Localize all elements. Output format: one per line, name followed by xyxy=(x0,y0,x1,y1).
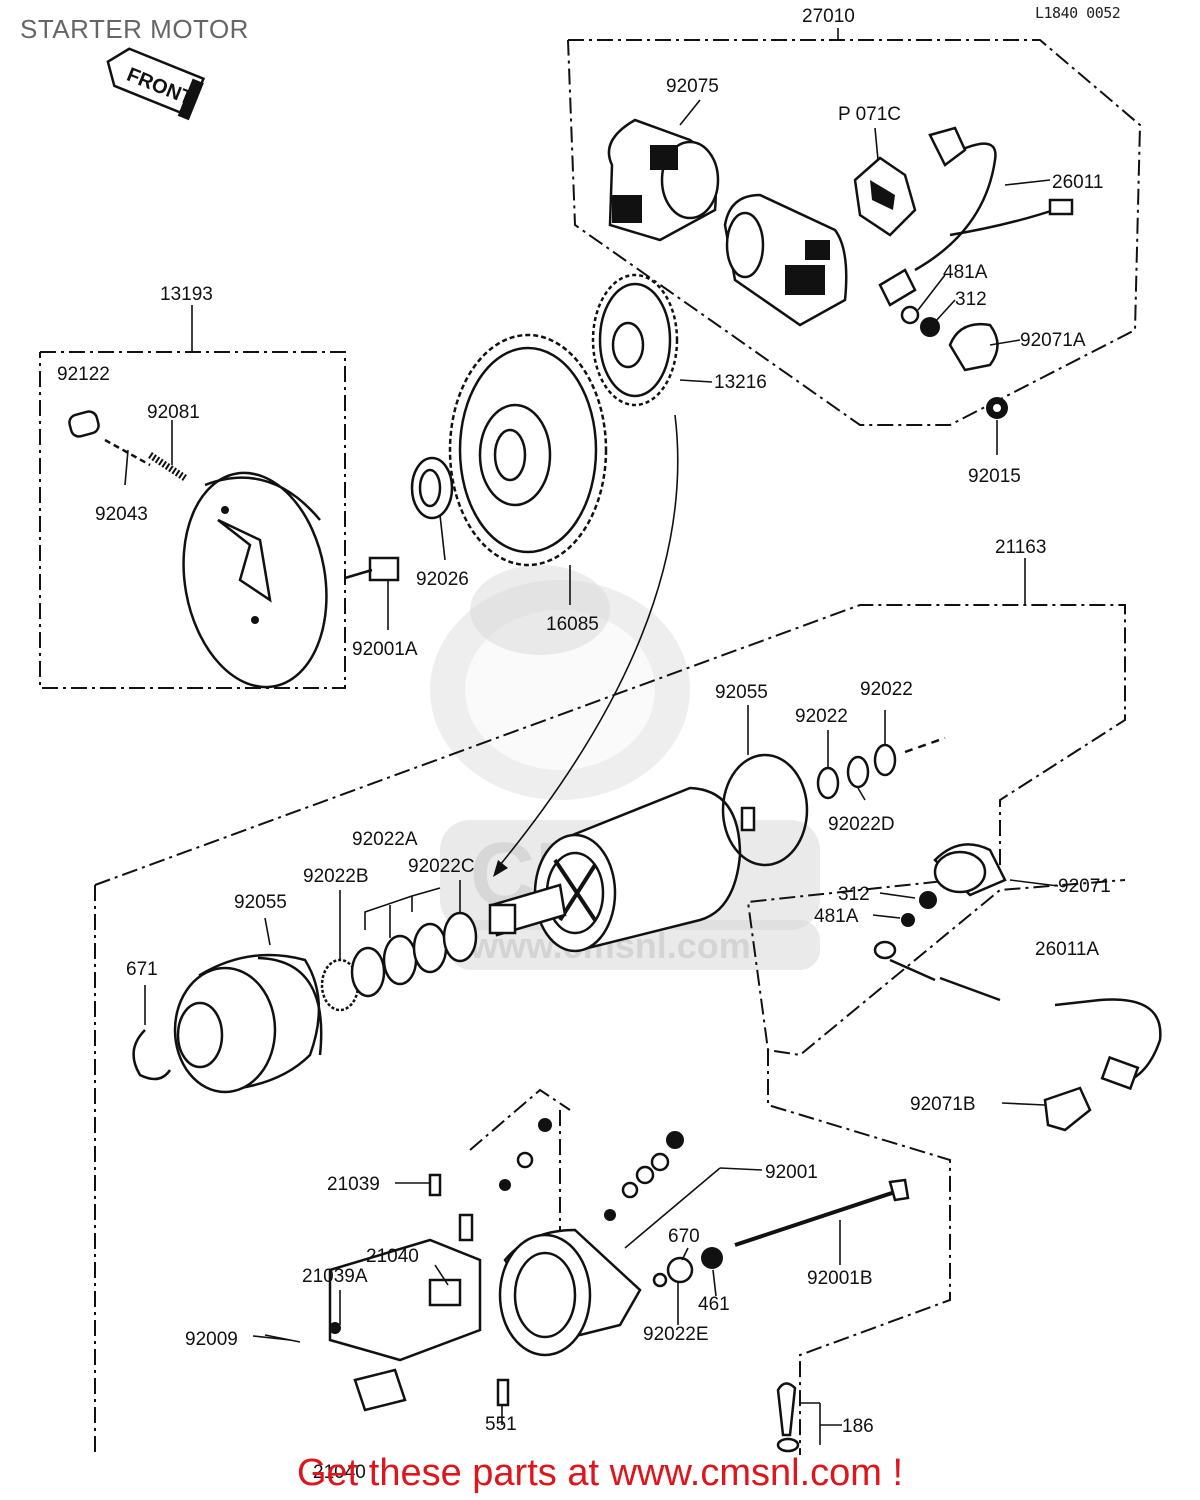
label-26011: 26011 xyxy=(1052,172,1103,193)
footer-parts-link[interactable]: Get these parts at www.cmsnl.com ! xyxy=(296,1452,904,1494)
label-p071c: P 071C xyxy=(838,104,901,125)
label-92022d: 92022D xyxy=(828,814,895,835)
label-92015: 92015 xyxy=(968,466,1021,487)
label-92001b: 92001B xyxy=(807,1268,873,1289)
clutch-roller xyxy=(68,410,100,438)
leader-lines xyxy=(124,99,1059,1445)
lock-washer-top xyxy=(900,305,920,325)
label-186: 186 xyxy=(842,1416,874,1437)
solenoid-body xyxy=(723,193,848,327)
label-461: 461 xyxy=(698,1294,730,1315)
label-92055-left: 92055 xyxy=(234,892,287,913)
label-13216: 13216 xyxy=(714,372,767,393)
nut-mid xyxy=(919,891,937,909)
label-21039a: 21039A xyxy=(302,1266,368,1287)
washer-92026 xyxy=(410,456,454,520)
shim-1 xyxy=(350,946,386,998)
circlip-671 xyxy=(132,1029,172,1081)
brush-holder-assembly xyxy=(328,1173,482,1412)
armature-shaft xyxy=(488,883,567,937)
clutch-bolt xyxy=(344,556,400,582)
page-title: STARTER MOTOR xyxy=(20,14,249,44)
label-481a-mid: 481A xyxy=(814,906,859,927)
terminal-cover-92071b xyxy=(1043,1086,1092,1132)
terminal-cap xyxy=(853,156,917,237)
label-13193: 13193 xyxy=(160,284,213,305)
label-92081: 92081 xyxy=(147,402,200,423)
motor-assembly-boundary-right xyxy=(767,1050,951,1455)
screw-186 xyxy=(776,1382,800,1453)
idler-gear xyxy=(591,273,679,407)
label-92122: 92122 xyxy=(57,364,110,385)
label-27010: 27010 xyxy=(802,6,855,27)
label-92055-right: 92055 xyxy=(715,682,768,703)
label-92043: 92043 xyxy=(95,504,148,525)
label-92026: 92026 xyxy=(416,569,469,590)
shim-92022c xyxy=(442,911,478,963)
lock-washer-mid xyxy=(901,913,915,927)
label-481a-top: 481A xyxy=(943,262,988,283)
label-21040: 21040 xyxy=(366,1246,419,1267)
motor-end-cover xyxy=(498,1228,642,1357)
label-92022c: 92022C xyxy=(408,856,475,877)
label-92022-b: 92022 xyxy=(860,679,913,700)
washer-right-1 xyxy=(816,766,840,800)
motor-lead-wire xyxy=(1054,998,1162,1091)
label-92009: 92009 xyxy=(185,1329,238,1350)
diagram-reference-code: L1840 0052 xyxy=(1035,4,1121,22)
solenoid-cover xyxy=(607,118,720,242)
label-21040-bottom: 21040 xyxy=(313,1462,366,1483)
motor-front-cover xyxy=(173,953,323,1094)
through-bolt xyxy=(734,1178,910,1247)
motor-assembly-boundary-upper xyxy=(94,604,1126,1057)
label-551: 551 xyxy=(485,1414,517,1435)
label-92071a: 92071A xyxy=(1020,330,1086,351)
label-92022e: 92022E xyxy=(643,1324,709,1345)
washer-right-2 xyxy=(846,755,870,789)
label-312-top: 312 xyxy=(955,289,987,310)
o-ring-right xyxy=(721,753,809,867)
label-21163: 21163 xyxy=(995,537,1046,558)
starter-clutch-body xyxy=(182,471,328,689)
solenoid-assembly-boundary xyxy=(567,28,1142,426)
label-670: 670 xyxy=(668,1226,700,1247)
front-direction-tag: FRONT xyxy=(106,47,206,121)
label-92071b: 92071B xyxy=(910,1094,976,1115)
label-92022-a: 92022 xyxy=(795,706,848,727)
label-92001a: 92001A xyxy=(352,639,418,660)
part-551 xyxy=(496,1378,510,1407)
nut-461 xyxy=(701,1247,723,1269)
label-92022a: 92022A xyxy=(352,829,418,850)
washer-right-3 xyxy=(873,743,897,777)
washer-670 xyxy=(666,1256,694,1284)
label-21039: 21039 xyxy=(327,1174,380,1195)
terminal-cover-a xyxy=(948,322,999,372)
shim-3 xyxy=(412,922,448,974)
starter-clutch-gear xyxy=(448,333,608,567)
label-92075: 92075 xyxy=(666,76,719,97)
label-312-mid: 312 xyxy=(838,884,870,905)
part-labels: 27010 92075 P 071C 26011 481A 312 92071A… xyxy=(57,6,1111,1483)
label-92022b: 92022B xyxy=(303,866,369,887)
solenoid-lead-wire xyxy=(878,126,1074,307)
label-16085: 16085 xyxy=(546,614,599,635)
shim-2 xyxy=(382,934,418,986)
label-92071: 92071 xyxy=(1058,876,1111,897)
clutch-assembly-boundary xyxy=(39,351,346,689)
label-671: 671 xyxy=(126,959,158,980)
label-26011a: 26011A xyxy=(1035,939,1099,960)
motor-yoke xyxy=(533,786,756,953)
label-92001: 92001 xyxy=(765,1162,818,1183)
